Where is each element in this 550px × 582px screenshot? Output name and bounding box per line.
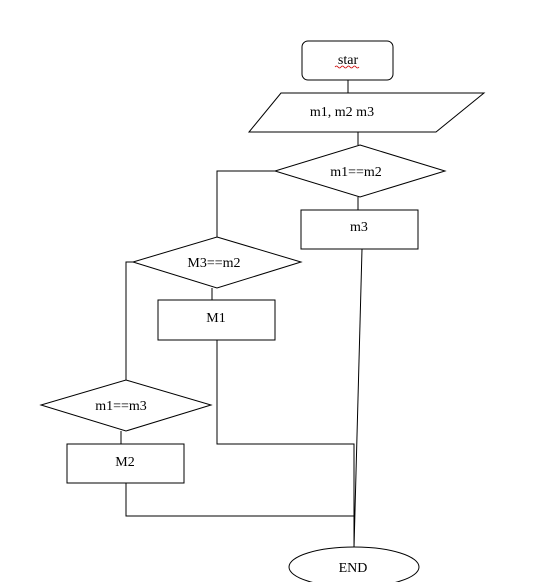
process-m2-label: M2 (115, 455, 134, 470)
input-box: m1, m2 m3 (247, 92, 486, 133)
process-m3-label: m3 (350, 220, 368, 235)
connector-m2-end (125, 483, 354, 517)
connector-decision1-decision2 (216, 170, 275, 237)
decision-2-label: M3==m2 (187, 256, 240, 271)
connector-m1-end (216, 340, 355, 548)
process-m2: M2 (66, 443, 185, 484)
end-label: END (339, 561, 368, 576)
process-m1-label: M1 (206, 311, 225, 326)
decision-1: m1==m2 (273, 144, 447, 198)
input-label: m1, m2 m3 (310, 105, 374, 120)
connector-m3-end (353, 248, 363, 549)
process-m1: M1 (157, 299, 276, 341)
process-m3: m3 (300, 209, 419, 250)
end-terminator: END (288, 546, 420, 582)
decision-3-label: m1==m3 (95, 399, 147, 414)
spellcheck-underline (334, 65, 360, 69)
connector-decision2-decision3 (125, 261, 133, 380)
decision-2: M3==m2 (131, 236, 303, 289)
decision-1-label: m1==m2 (330, 165, 382, 180)
start-label: star (338, 53, 359, 68)
start-terminator: star (301, 40, 394, 81)
connectors (120, 80, 363, 549)
decision-3: m1==m3 (39, 379, 213, 432)
